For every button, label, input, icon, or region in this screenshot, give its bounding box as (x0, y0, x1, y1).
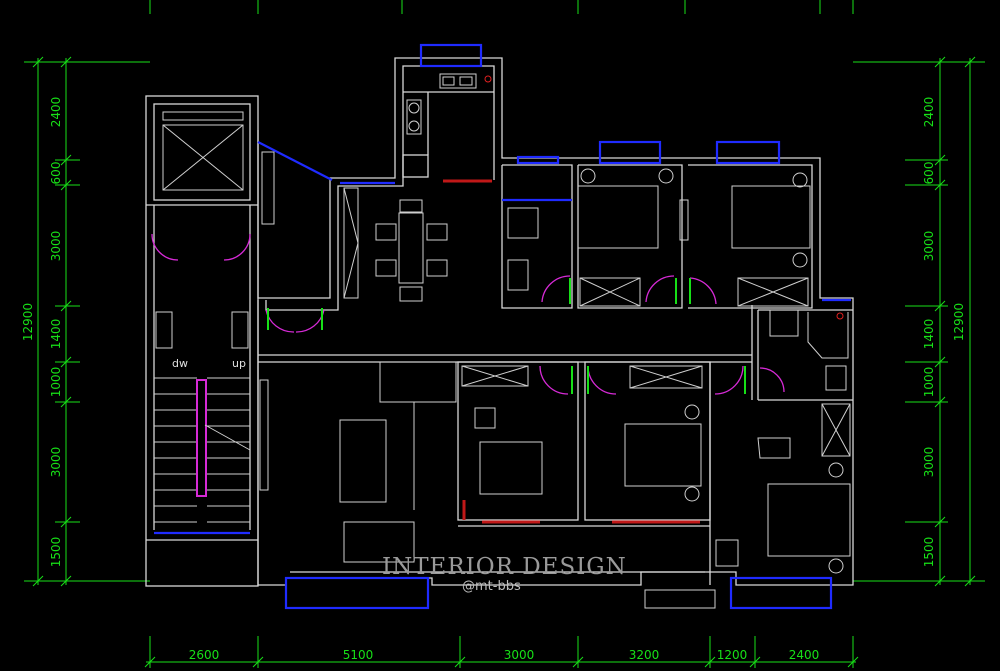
right-dim-label: 3000 (922, 447, 936, 478)
right-dimension-labels: 2400 600 3000 1400 1000 3000 1500 12900 (922, 97, 966, 568)
doors (151, 233, 785, 395)
watermark-title: INTERIOR DESIGN (382, 554, 627, 580)
bottom-dimension-labels: 2600 5100 3000 3200 1200 2400 (189, 648, 820, 662)
stair-up-label: up (232, 357, 246, 370)
stairwell: dw up (154, 311, 251, 523)
stair-down-label: dw (172, 357, 188, 370)
east-suite-fixtures (644, 309, 851, 609)
right-dim-label: 2400 (922, 97, 936, 128)
right-total-label: 12900 (952, 303, 966, 341)
red-accents (443, 179, 700, 524)
right-dim-label: 1400 (922, 319, 936, 350)
right-dim-label: 1000 (922, 367, 936, 398)
watermark-handle: @mt-bbs (462, 579, 521, 594)
left-dimension-labels: 2400 600 3000 1400 1000 3000 1500 12900 (21, 97, 63, 568)
bottom-dim-label: 5100 (343, 648, 374, 662)
right-dim-label: 3000 (922, 231, 936, 262)
bottom-dim-label: 3000 (504, 648, 535, 662)
left-dim-label: 1400 (49, 319, 63, 350)
bottom-dim-label: 2600 (189, 648, 220, 662)
left-total-label: 12900 (21, 303, 35, 341)
left-dim-label: 1500 (49, 537, 63, 568)
left-dim-label: 600 (49, 162, 63, 185)
windows (154, 43, 851, 610)
bottom-dim-label: 1200 (717, 648, 748, 662)
bottom-dim-label: 2400 (789, 648, 820, 662)
right-dim-label: 1500 (922, 537, 936, 568)
left-dim-label: 2400 (49, 97, 63, 128)
bedroom-south-fixtures (461, 365, 703, 502)
left-dim-label: 3000 (49, 447, 63, 478)
left-dim-label: 1000 (49, 367, 63, 398)
bedroom-north-fixtures (507, 168, 811, 307)
kitchen-fixtures (406, 73, 492, 135)
dimension-lines (24, 0, 985, 668)
bottom-dim-label: 3200 (629, 648, 660, 662)
right-dim-label: 600 (922, 162, 936, 185)
left-dim-label: 3000 (49, 231, 63, 262)
walls (145, 57, 854, 587)
watermark: INTERIOR DESIGN @mt-bbs (382, 554, 627, 594)
elevator-symbol (162, 111, 244, 191)
dining-table (261, 151, 448, 302)
living-room-fixtures (259, 361, 457, 563)
